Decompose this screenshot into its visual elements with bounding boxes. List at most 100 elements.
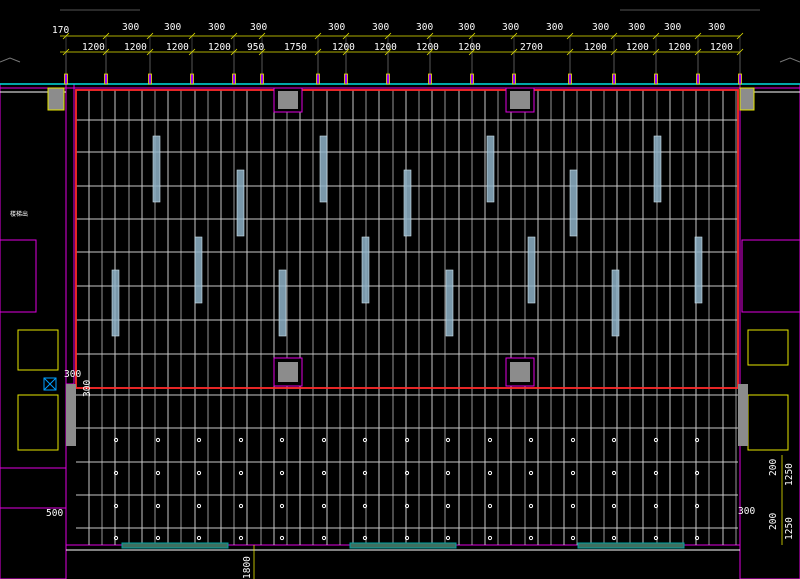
diffuser-dot xyxy=(196,437,202,443)
diffuser-dot xyxy=(445,503,451,509)
dim-top-upper-10: 300 xyxy=(546,22,563,33)
diffuser-dot xyxy=(653,470,659,476)
diffuser-dot xyxy=(321,437,327,443)
dim-top-upper-13: 300 xyxy=(664,22,681,33)
left-wall-block xyxy=(0,83,67,579)
dim-top-upper-12: 300 xyxy=(628,22,645,33)
linear-light xyxy=(653,135,662,203)
linear-light xyxy=(361,236,370,304)
left-room-symbol xyxy=(17,329,59,371)
dim-left-3: 500 xyxy=(46,508,63,519)
dim-top-upper-8: 300 xyxy=(458,22,475,33)
dim-top-lower-14: 1200 xyxy=(626,42,649,53)
top-dimensions-lower: 170 1200 1200 1200 1200 950 1750 1200 12… xyxy=(52,25,733,53)
diffuser-dot xyxy=(279,503,285,509)
axis-marker xyxy=(148,73,152,85)
column-right-lower xyxy=(738,384,748,446)
dim-top-lower-4: 1200 xyxy=(166,42,189,53)
diffuser-dot xyxy=(653,535,659,541)
diffuser-dot xyxy=(113,503,119,509)
dim-right-1: 200 xyxy=(768,459,779,476)
axis-marker xyxy=(696,73,700,85)
column-bottom-1-core xyxy=(278,362,298,382)
axis-marker xyxy=(470,73,474,85)
diffuser-dot xyxy=(487,535,493,541)
diffuser-dot xyxy=(570,503,576,509)
diffuser-dot xyxy=(487,437,493,443)
linear-light xyxy=(486,135,495,203)
diffuser-dot xyxy=(238,437,244,443)
axis-marker xyxy=(738,73,742,85)
dim-left-1: 300 xyxy=(64,369,81,380)
left-dimensions: 300 300 500 xyxy=(46,369,93,519)
right-dimensions: 200 1250 300 200 1250 xyxy=(738,459,795,540)
axis-marker xyxy=(512,73,516,85)
diffuser-dot xyxy=(528,437,534,443)
diffuser-dot xyxy=(445,535,451,541)
ceiling-grid xyxy=(76,90,738,545)
column-edge-right xyxy=(739,87,755,111)
diffuser-dot xyxy=(238,470,244,476)
diffuser-dot xyxy=(155,503,161,509)
diffuser-dot xyxy=(611,535,617,541)
right-room-symbol xyxy=(747,329,789,366)
columns xyxy=(47,87,755,446)
dim-top-lower-15: 1200 xyxy=(668,42,691,53)
diffuser-dot xyxy=(113,535,119,541)
column-top-2-core xyxy=(510,91,530,109)
diffuser-dot xyxy=(611,470,617,476)
axis-marker xyxy=(612,73,616,85)
dim-top-upper-14: 300 xyxy=(708,22,725,33)
dimension-lines xyxy=(60,35,783,579)
linear-light xyxy=(611,269,620,337)
dim-top-lower-1: 170 xyxy=(52,25,69,36)
diffuser-dot xyxy=(155,470,161,476)
column-left-lower xyxy=(66,384,76,446)
dim-top-lower-10: 1200 xyxy=(416,42,439,53)
dim-top-lower-6: 950 xyxy=(247,42,264,53)
left-room-lower xyxy=(17,394,59,451)
dim-bottom-1: 1800 xyxy=(242,556,253,579)
diffuser-dot xyxy=(238,503,244,509)
diffuser-dot xyxy=(196,535,202,541)
linear-light xyxy=(194,236,203,304)
diffuser-dot xyxy=(196,503,202,509)
diffuser-dot xyxy=(404,503,410,509)
linear-light xyxy=(236,169,245,237)
ceiling-zone-boundary xyxy=(75,89,739,389)
diffuser-dot xyxy=(570,470,576,476)
left-room-bottom xyxy=(0,467,67,509)
right-room-lower xyxy=(747,394,789,451)
dim-top-lower-13: 1200 xyxy=(584,42,607,53)
side-note-label: 楼梯出 xyxy=(10,210,28,218)
diffuser-dot xyxy=(445,437,451,443)
right-room-upper xyxy=(741,239,800,313)
axis-marker xyxy=(316,73,320,85)
diffuser-dot xyxy=(155,437,161,443)
diffuser-dot xyxy=(528,535,534,541)
axis-marker xyxy=(344,73,348,85)
dim-top-lower-7: 1750 xyxy=(284,42,307,53)
dim-top-lower-16: 1200 xyxy=(710,42,733,53)
diffuser-dot xyxy=(321,503,327,509)
diffuser-dot xyxy=(321,470,327,476)
right-wall-block xyxy=(739,83,800,579)
diffuser-dot xyxy=(694,535,700,541)
diffuser-dot xyxy=(196,470,202,476)
dimension-ticks xyxy=(62,32,744,85)
diffuser-dot xyxy=(611,437,617,443)
wall-outline xyxy=(0,9,800,579)
vent-strips xyxy=(121,542,685,549)
linear-light xyxy=(527,236,536,304)
axis-marker xyxy=(190,73,194,85)
dim-top-lower-11: 1200 xyxy=(458,42,481,53)
diffuser-dot xyxy=(653,437,659,443)
axis-marker xyxy=(568,73,572,85)
diffuser-dot xyxy=(694,470,700,476)
column-top-1-core xyxy=(278,91,298,109)
axis-marker xyxy=(386,73,390,85)
diffuser-dot xyxy=(528,470,534,476)
diffuser-dot xyxy=(487,470,493,476)
diffuser-dot xyxy=(113,437,119,443)
left-room-upper xyxy=(0,239,37,313)
